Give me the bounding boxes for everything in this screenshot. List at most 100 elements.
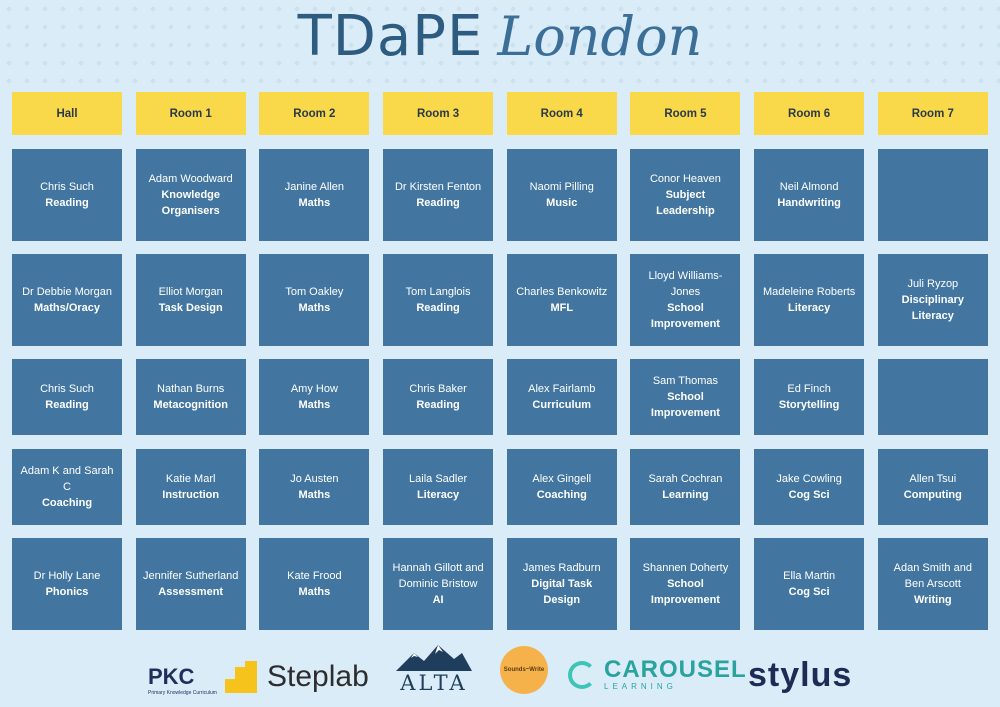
- stylus-logo-text: stylus: [748, 656, 853, 694]
- speaker-name: Sam Thomas: [652, 375, 719, 387]
- alta-logo-text: ALTA: [400, 671, 468, 695]
- session-topic: Maths: [298, 586, 331, 598]
- session-cell: [877, 149, 988, 241]
- dotted-background: [0, 0, 1000, 90]
- speaker-name: Juli Ryzop: [907, 278, 959, 290]
- speaker-name: Adam Woodward: [148, 173, 233, 185]
- session-topic: Reading: [45, 399, 89, 411]
- session-topic: Reading: [416, 399, 460, 411]
- session-topic: Coaching: [41, 497, 93, 509]
- steplab-logo-text: Steplab: [267, 660, 369, 693]
- pkc-logo-text: PKC: [148, 664, 195, 689]
- carousel-learning-logo: CAROUSEL LEARNING: [568, 658, 747, 691]
- session-topic: Cog Sci: [788, 489, 830, 501]
- session-topic: Handwriting: [777, 197, 841, 209]
- session-topic: MFL: [550, 302, 574, 314]
- speaker-name: Charles Benkowitz: [516, 286, 608, 298]
- speaker-name: Sarah Cochran: [648, 473, 723, 485]
- speaker-name: Katie Marl: [165, 473, 216, 485]
- speaker-name: Janine Allen: [284, 181, 345, 193]
- sponsor-bar: PKC Primary Knowledge Curriculum Steplab…: [0, 640, 1000, 707]
- session-topic: Literacy: [416, 489, 460, 501]
- pkc-logo: PKC Primary Knowledge Curriculum: [148, 664, 217, 696]
- speaker-name: Jennifer Sutherland: [142, 570, 239, 582]
- session-topic: Curriculum: [532, 399, 592, 411]
- speaker-name: Allen Tsui: [909, 473, 957, 485]
- speaker-name: Elliot Morgan: [158, 286, 223, 298]
- carousel-logo-text: CAROUSEL: [604, 656, 747, 683]
- session-topic: Computing: [903, 489, 962, 501]
- session-topic: Literacy: [788, 302, 831, 314]
- stylus-logo: stylus: [748, 656, 852, 695]
- speaker-name: Dr Debbie Morgan: [22, 286, 112, 298]
- room-header: Room 2: [259, 92, 370, 135]
- title-main: TDaPE: [297, 4, 484, 69]
- session-cell: [877, 359, 988, 435]
- session-topic: Metacognition: [153, 399, 228, 411]
- room-header: Room 3: [383, 92, 494, 135]
- sounds-write-logo-text: Sounds~Write: [503, 667, 545, 673]
- room-header: Room 4: [506, 92, 617, 135]
- session-cell: Adam K and Sarah C Coaching: [12, 449, 122, 525]
- speaker-name: Hannah Gillott and Dominic Bristow: [392, 562, 484, 590]
- steplab-logo: Steplab: [225, 660, 369, 694]
- title-script: London: [497, 5, 703, 68]
- room-header: Room 5: [630, 92, 741, 135]
- speaker-name: Conor Heaven: [649, 173, 721, 185]
- speaker-name: Adam K and Sarah C: [20, 465, 114, 493]
- speaker-name: Lloyd Williams-Jones: [648, 270, 723, 298]
- session-topic: Digital Task Design: [531, 578, 593, 606]
- session-topic: School Improvement: [650, 391, 720, 419]
- speaker-name: Alex Gingell: [532, 473, 592, 485]
- session-topic: Maths/Oracy: [33, 302, 101, 314]
- session-topic: Instruction: [162, 489, 220, 501]
- alta-logo: ALTA: [396, 645, 472, 695]
- session-topic: AI: [432, 594, 444, 606]
- speaker-name: Chris Baker: [409, 383, 467, 395]
- session-topic: School Improvement: [650, 578, 720, 606]
- session-topic: Maths: [298, 302, 331, 314]
- session-topic: Task Design: [158, 302, 223, 314]
- session-topic: Storytelling: [778, 399, 840, 411]
- speaker-name: Naomi Pilling: [529, 181, 594, 193]
- speaker-name: Tom Langlois: [405, 286, 471, 298]
- session-topic: Knowledge Organisers: [161, 189, 221, 217]
- session-topic: School Improvement: [650, 302, 720, 330]
- speaker-name: Adan Smith and Ben Arscott: [893, 562, 972, 590]
- pkc-logo-subtext: Primary Knowledge Curriculum: [148, 690, 217, 696]
- session-topic: Subject Leadership: [656, 189, 715, 217]
- session-topic: Phonics: [45, 586, 89, 598]
- room-header: Room 7: [877, 92, 988, 135]
- mountain-icon: [396, 645, 472, 671]
